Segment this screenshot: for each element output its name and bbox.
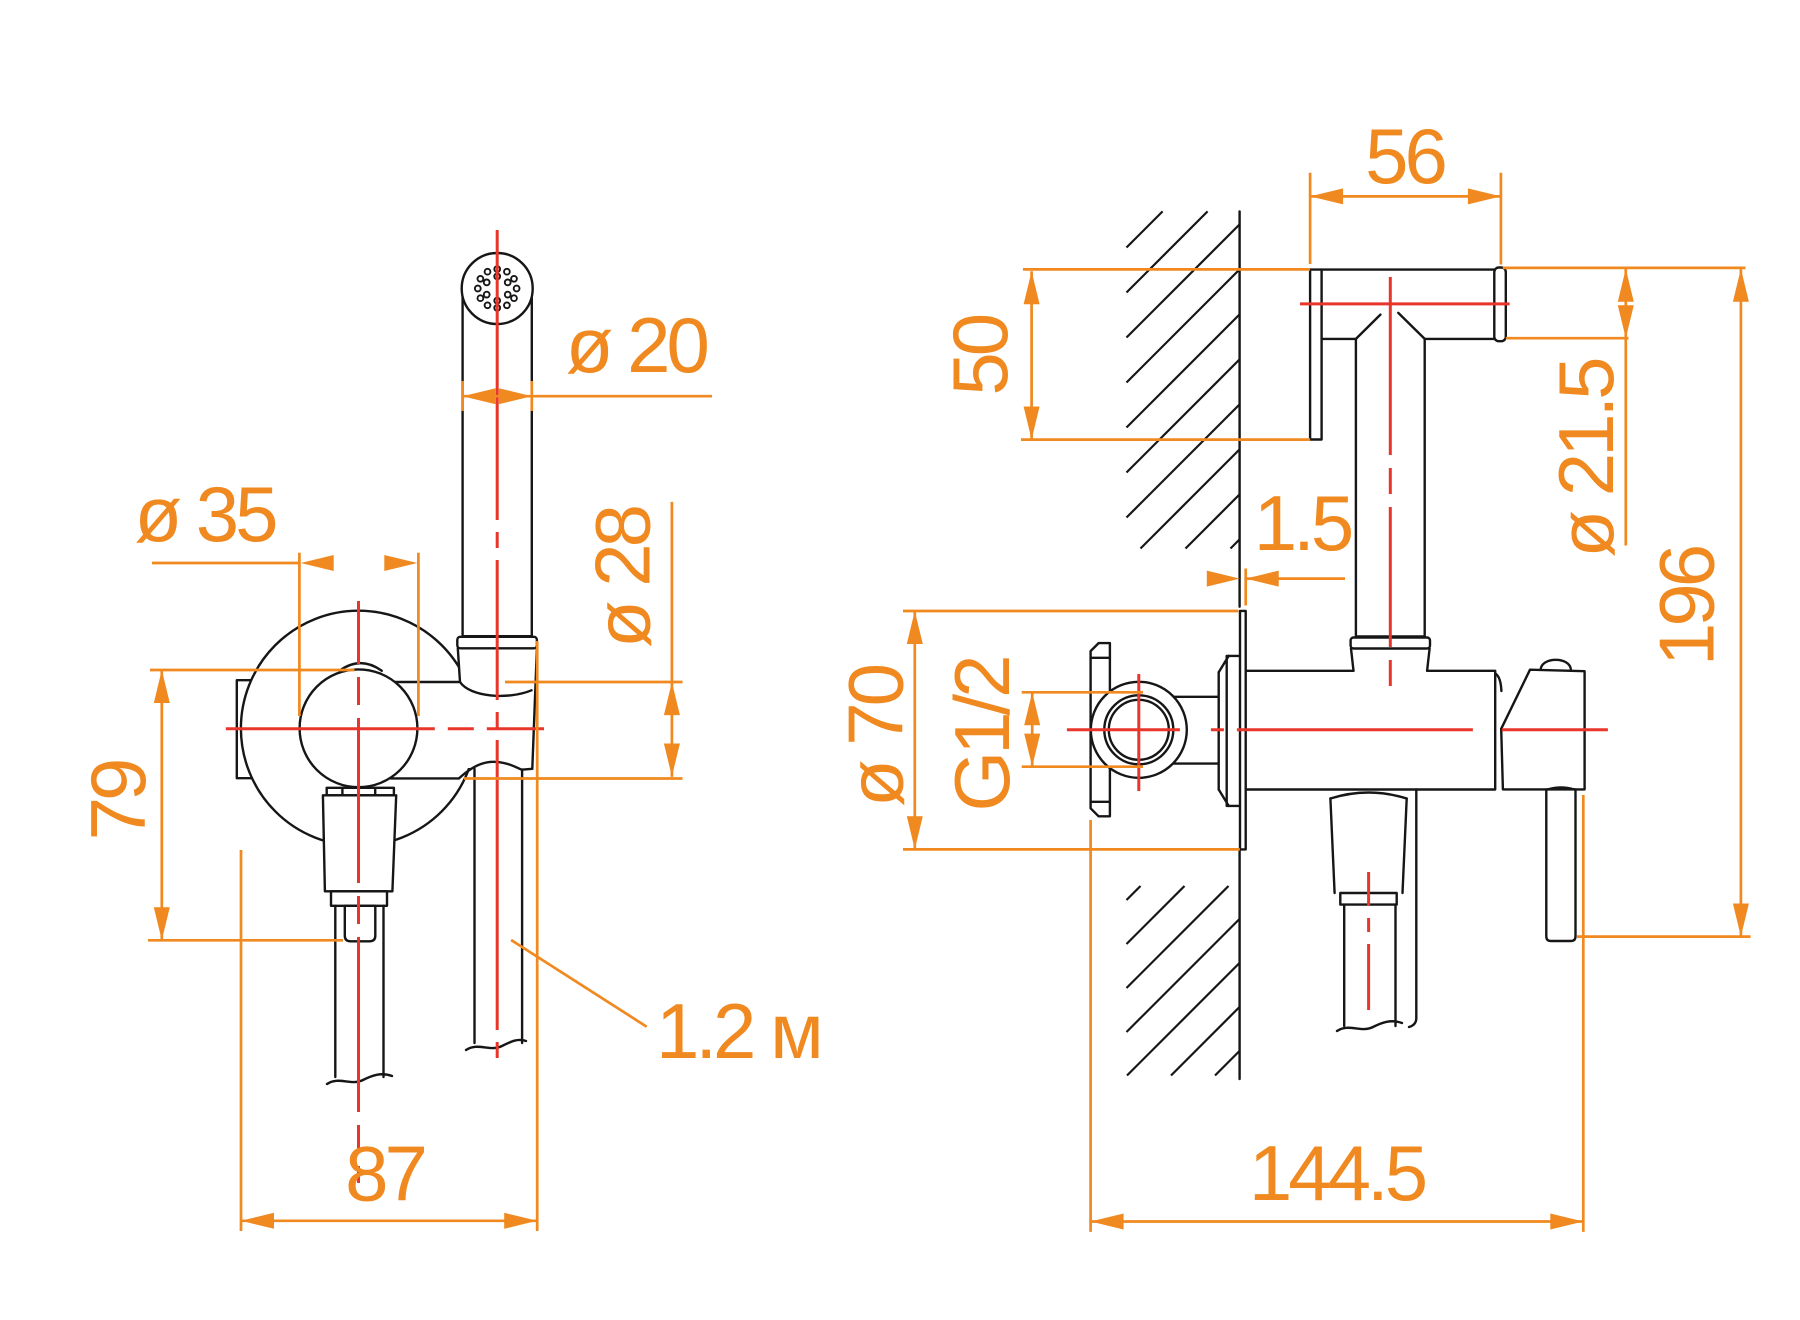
svg-text:56: 56 [1365,112,1444,200]
svg-text:79: 79 [74,761,162,840]
svg-text:ø 70: ø 70 [832,665,920,807]
svg-text:G1/2: G1/2 [938,658,1026,812]
svg-text:196: 196 [1643,547,1731,666]
svg-text:87: 87 [345,1130,424,1218]
svg-text:1.5: 1.5 [1254,479,1352,567]
svg-text:144.5: 144.5 [1249,1129,1426,1217]
svg-text:ø 35: ø 35 [134,470,276,558]
svg-text:ø 21.5: ø 21.5 [1542,359,1630,558]
svg-text:ø 20: ø 20 [566,301,708,389]
svg-text:1.2 м: 1.2 м [656,987,820,1075]
svg-text:ø 28: ø 28 [579,507,667,648]
svg-text:50: 50 [936,315,1024,395]
